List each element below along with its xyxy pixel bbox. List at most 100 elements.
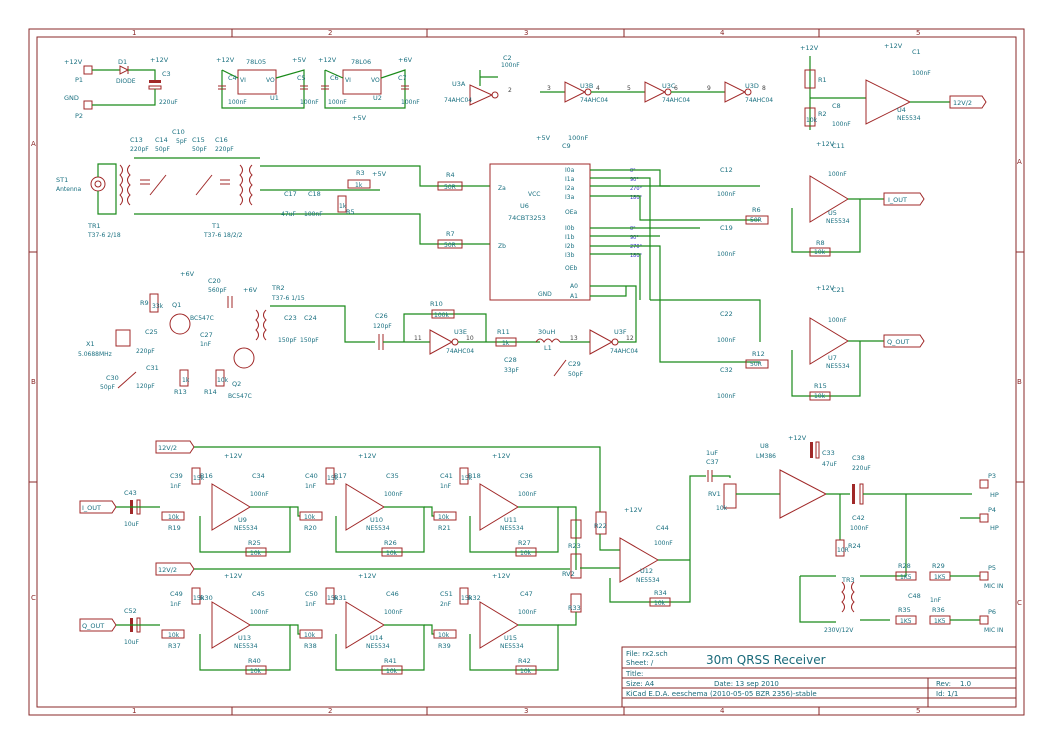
c8-value: 100nF: [832, 121, 851, 128]
r1-label: R1: [818, 76, 827, 84]
oscillator-section: +6V +6V R9 33k Q1 BC547C X1 5.0688MHz C2…: [78, 270, 638, 400]
c26-label: C26: [375, 312, 388, 320]
tb-file: File: rx2.sch: [626, 650, 668, 658]
tb-title: 30m QRSS Receiver: [706, 653, 826, 667]
r42-value: 10k: [520, 668, 532, 675]
u12-label: U12: [640, 567, 653, 575]
tb-rev: 1.0: [960, 680, 971, 688]
c16-value: 220pF: [215, 146, 234, 153]
p6-label: P6: [988, 608, 996, 616]
q-out-input-label: Q_OUT: [82, 622, 104, 630]
c40-label: C40: [305, 472, 318, 480]
u3c-type: 74AHC04: [662, 97, 690, 104]
r28-value: 1K5: [900, 574, 912, 581]
r27-label: R27: [518, 539, 531, 547]
c38-value: 220uF: [852, 465, 871, 472]
c23-label: C23: [284, 314, 297, 322]
grid-col-1: 1: [132, 29, 136, 37]
half-label-q: 12V/2: [158, 566, 177, 574]
r31-label: R31: [334, 594, 347, 602]
u9-label: U9: [238, 516, 247, 524]
rv2-label: RV2: [562, 570, 575, 578]
rv1-label: RV1: [708, 490, 721, 498]
q2-label: Q2: [232, 380, 241, 388]
u9-12v-label: +12V: [224, 452, 243, 460]
inner-frame: [36, 36, 1017, 708]
c16-label: C16: [215, 136, 228, 144]
c29-value: 50pF: [568, 371, 583, 378]
u3d-label: U3D: [745, 82, 759, 90]
u1-vo: VO: [266, 77, 275, 84]
svg-text:3: 3: [547, 85, 551, 92]
u2-type: 78L06: [351, 58, 371, 66]
phase-270b: 270°: [630, 244, 643, 250]
r29-label: R29: [932, 562, 945, 570]
c48-label: C48: [908, 592, 921, 600]
i-out-input-label: I_OUT: [82, 504, 101, 512]
r41-label: R41: [384, 657, 397, 665]
r3-label: R3: [356, 169, 365, 177]
r19-value: 10k: [168, 514, 180, 521]
r11-value: 1k: [502, 340, 510, 347]
u2-vi: VI: [345, 77, 351, 84]
r42-label: R42: [518, 657, 531, 665]
tr2-value: T37-6 1/15: [271, 295, 305, 302]
r3-value: 1k: [355, 182, 363, 189]
c17-label: C17: [284, 190, 297, 198]
c36-label: C36: [520, 472, 533, 480]
r39-value: 10k: [438, 632, 450, 639]
c26-value: 120pF: [373, 323, 392, 330]
grid-col-4: 4: [720, 29, 725, 37]
c10-label: C10: [172, 128, 185, 136]
phase-90a: 90°: [630, 177, 639, 183]
u15-label: U15: [504, 634, 517, 642]
tb-date: Date: 13 sep 2010: [714, 680, 779, 688]
svg-text:2: 2: [508, 87, 512, 94]
c39-value: 1nF: [170, 483, 182, 490]
c11-value: 100nF: [828, 171, 847, 178]
u6-block: [489, 163, 591, 301]
c29-label: C29: [568, 360, 581, 368]
c51-label: C51: [440, 590, 453, 598]
phase-90b: 90°: [630, 235, 639, 241]
c7-label: C7: [398, 74, 407, 82]
c22-label: C22: [720, 310, 733, 318]
u14-label: U14: [370, 634, 383, 642]
power-supply-section: P1 P2 +12V GND D1 DIODE C3 220uF +12V 78…: [64, 42, 987, 130]
filter-stage-u15: R39 10k C51 2nF R32 15k +12V C47 100nF U…: [424, 572, 559, 675]
tb-size: Size: A4: [626, 680, 655, 688]
outer-frame: [28, 28, 1025, 716]
c24-label: C24: [304, 314, 317, 322]
u6-type: 74CBT3253: [508, 214, 546, 222]
r25-value: 10k: [250, 550, 262, 557]
c43-label: C43: [124, 489, 137, 497]
audio-filter-section: 12V/2 12V/2 I_OUT Q_OUT C43 10uF C52 10u…: [79, 434, 1003, 675]
p1-label: P1: [75, 76, 83, 84]
c52-label: C52: [124, 607, 137, 615]
c20-value: 560pF: [208, 287, 227, 294]
c17-value: 47uF: [281, 211, 296, 218]
c12-value: 100nF: [717, 191, 736, 198]
u6-5v-label: +5V: [536, 134, 551, 142]
r4-value: 50R: [444, 184, 456, 191]
u3b-type: 74AHC04: [580, 97, 608, 104]
r12-label: R12: [752, 350, 765, 358]
c11-label: C11: [832, 142, 845, 150]
u6-pin-i1b: I1b: [565, 234, 575, 241]
grid-col-5-bottom: 5: [916, 707, 920, 715]
c41-value: 1nF: [440, 483, 452, 490]
c44-value: 100nF: [654, 540, 673, 547]
u1-label: U1: [270, 94, 279, 102]
r26-label: R26: [384, 539, 397, 547]
u11-label: U11: [504, 516, 517, 524]
r17-value: 15k: [327, 475, 339, 482]
d1-label: D1: [118, 58, 127, 66]
u14-type: NE5534: [366, 643, 390, 650]
c30-label: C30: [106, 374, 119, 382]
c19-value: 100nF: [717, 251, 736, 258]
r27-value: 10k: [520, 550, 532, 557]
r34-label: R34: [654, 589, 667, 597]
tb-sheet: Sheet: /: [626, 659, 654, 667]
c3-label: C3: [162, 70, 171, 78]
u9-type: NE5534: [234, 525, 258, 532]
